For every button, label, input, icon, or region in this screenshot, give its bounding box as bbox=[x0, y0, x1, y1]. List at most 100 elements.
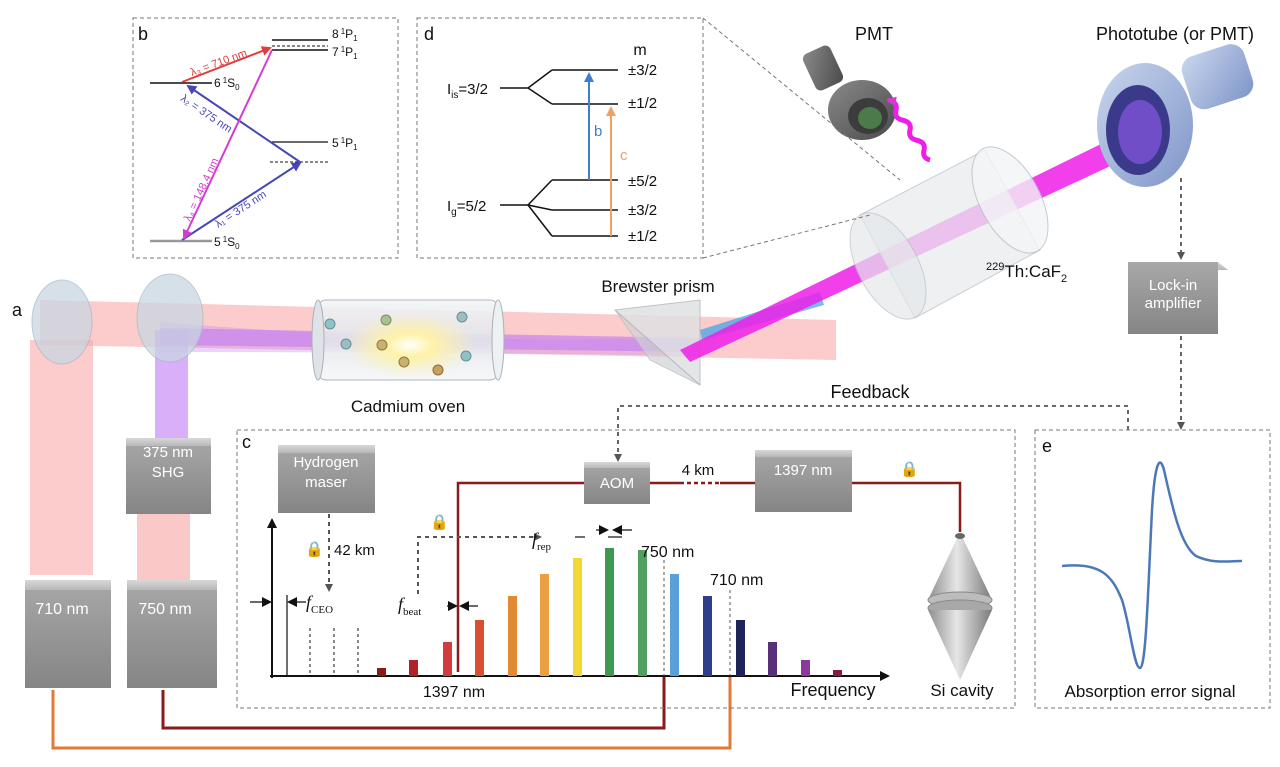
aom-box bbox=[584, 462, 650, 504]
pmt-detector bbox=[802, 45, 896, 140]
transition-b-label: b bbox=[594, 123, 602, 140]
panel-d: d m Iis=3/2 ±3/2 ±1/2 Ig=5/2 ±5/2 ±3/2 ±… bbox=[416, 17, 901, 259]
hydrogen-maser-box bbox=[278, 445, 375, 513]
panel-a-label: a bbox=[12, 300, 23, 320]
lambda3-label: λ₃ = 710 nm bbox=[189, 47, 249, 79]
m-g-3: ±3/2 bbox=[628, 202, 657, 219]
error-signal-label: Absorption error signal bbox=[1064, 682, 1235, 701]
comb-tooth bbox=[443, 642, 452, 676]
beat-lock-path bbox=[417, 533, 542, 594]
lockin-box bbox=[1128, 262, 1228, 334]
mirror-left bbox=[31, 279, 93, 365]
shg-box bbox=[126, 438, 211, 514]
comb-tooth bbox=[409, 660, 418, 676]
m-g-1: ±1/2 bbox=[628, 228, 657, 245]
transition-lambda2 bbox=[186, 84, 301, 163]
lambda1-label: λ₁ = 375 nm bbox=[213, 189, 269, 231]
nm710-label: 710 nm bbox=[710, 572, 763, 589]
comb-tooth bbox=[540, 574, 549, 676]
wire-750 bbox=[161, 676, 666, 730]
si-cavity bbox=[927, 532, 993, 680]
nm1397-label: 1397 nm bbox=[423, 684, 485, 701]
beam-710-vertical bbox=[30, 340, 93, 575]
panel-d-label: d bbox=[424, 24, 434, 44]
comb-tooth bbox=[833, 670, 842, 676]
transition-c-label: c bbox=[620, 147, 628, 164]
laser-1397-box bbox=[755, 450, 852, 512]
comb-teeth bbox=[377, 548, 842, 676]
phototube-detector bbox=[1097, 44, 1254, 187]
m-g-5: ±5/2 bbox=[628, 173, 657, 190]
comb-tooth bbox=[703, 596, 712, 676]
brewster-prism bbox=[613, 299, 701, 387]
brewster-label: Brewster prism bbox=[601, 277, 714, 296]
lambda4-label: λ₄ = 148.4 nm bbox=[182, 156, 222, 223]
km4-label: 4 km bbox=[682, 462, 715, 479]
aom-label: AOM bbox=[600, 475, 634, 492]
shg-label-1: 375 nm bbox=[143, 444, 193, 461]
frep-label: frep bbox=[532, 529, 552, 553]
transition-lambda1 bbox=[181, 161, 302, 241]
ig-label: Ig=5/2 bbox=[447, 198, 486, 218]
lock-icon-beat: 🔒 bbox=[430, 514, 449, 531]
maser-label-2: maser bbox=[305, 474, 347, 491]
comb-tooth bbox=[736, 620, 745, 676]
oven-label: Cadmium oven bbox=[351, 397, 465, 416]
lock-icon-cavity: 🔒 bbox=[900, 461, 919, 478]
panel-e-label: e bbox=[1042, 436, 1052, 456]
panel-b-label: b bbox=[138, 24, 148, 44]
laser-710-label: 710 nm bbox=[35, 601, 88, 618]
laser-750-box bbox=[127, 580, 217, 688]
wire-710 bbox=[51, 676, 732, 750]
cadmium-oven bbox=[311, 299, 505, 381]
feedback-label: Feedback bbox=[830, 382, 910, 402]
shg-label-2: SHG bbox=[152, 464, 185, 481]
lockin-label-2: amplifier bbox=[1145, 295, 1202, 312]
feedback-path bbox=[614, 405, 1129, 462]
transition-lambda3 bbox=[181, 46, 272, 83]
fluorescence-wave-icon bbox=[886, 96, 931, 163]
comb-tooth bbox=[475, 620, 484, 676]
comb-tooth bbox=[670, 574, 679, 676]
comb-tooth bbox=[573, 558, 582, 676]
comb-tooth bbox=[377, 668, 386, 676]
panel-a-optics: Cadmium oven Brewster prism 229Th:CaF2 P… bbox=[12, 24, 1254, 750]
lockin-label-1: Lock-in bbox=[1149, 277, 1197, 294]
km42-label: 42 km bbox=[334, 542, 375, 559]
laser-1397-label: 1397 nm bbox=[774, 462, 832, 479]
error-signal-curve bbox=[1061, 461, 1243, 670]
laser-710-box bbox=[25, 580, 111, 688]
comb-tooth bbox=[605, 548, 614, 676]
si-cavity-label: Si cavity bbox=[930, 681, 994, 700]
comb-tooth bbox=[801, 660, 810, 676]
crystal-label: 229Th:CaF2 bbox=[986, 261, 1067, 285]
panel-c: c Hydrogen maser 🔒 42 km AOM 4 km 1397 n… bbox=[236, 429, 1016, 709]
lock-icon-maser: 🔒 bbox=[305, 541, 324, 558]
mirror-middle bbox=[136, 273, 204, 363]
panel-e: e Absorption error signal bbox=[1034, 429, 1271, 709]
frequency-label: Frequency bbox=[790, 680, 875, 700]
thcaf2-crystal bbox=[849, 146, 1049, 320]
comb-tooth bbox=[638, 550, 647, 676]
maser-label-1: Hydrogen bbox=[293, 454, 358, 471]
m-is-3: ±3/2 bbox=[628, 62, 657, 79]
m-is-1: ±1/2 bbox=[628, 95, 657, 112]
nm750-label: 750 nm bbox=[641, 544, 694, 561]
panel-c-label: c bbox=[242, 432, 251, 452]
transition-lambda4 bbox=[182, 49, 273, 240]
pmt-label: PMT bbox=[855, 24, 893, 44]
wire-1397 bbox=[456, 481, 584, 672]
comb-tooth bbox=[508, 596, 517, 676]
fbeat-label: fbeat bbox=[398, 594, 421, 618]
comb-tooth bbox=[768, 642, 777, 676]
phototube-label: Phototube (or PMT) bbox=[1096, 24, 1254, 44]
fceo-label: fCEO bbox=[306, 592, 333, 616]
iis-label: Iis=3/2 bbox=[447, 81, 488, 101]
laser-750-label: 750 nm bbox=[138, 601, 191, 618]
